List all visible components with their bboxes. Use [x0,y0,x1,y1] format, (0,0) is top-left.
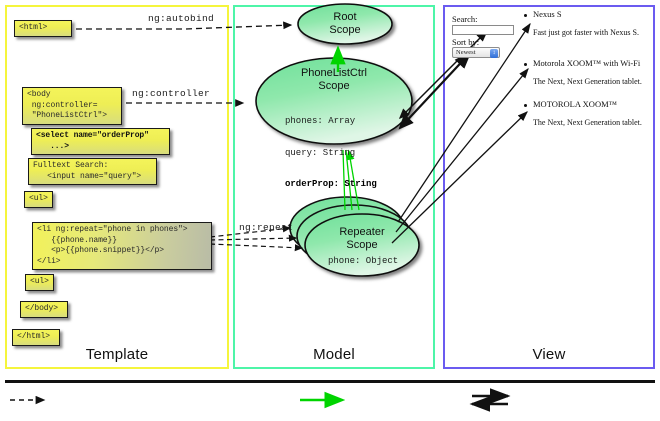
phone-snippet: The Next, Next Generation tablet. [533,77,642,86]
code-box-html-open[interactable]: <html> [14,20,72,37]
list-bullet [524,14,527,17]
code-box-search-input[interactable]: Fulltext Search: <input name="query"> [28,158,157,185]
panel-view-label: View [532,346,566,363]
edge-label-ng-autobind: ng:autobind [148,13,215,24]
search-input[interactable] [452,25,514,35]
panel-model-label: Model [313,346,355,363]
chevron-down-icon: ↕ [490,49,498,58]
code-box-ul-close[interactable]: <ul> [25,274,54,291]
search-label: Search: [452,14,478,24]
panel-template-label: Template [85,346,149,363]
phone-name: MOTOROLA XOOM™ [533,99,617,109]
sort-label: Sort by: [452,37,480,47]
code-box-ul-open[interactable]: <ul> [24,191,53,208]
code-box-select-tag[interactable]: <select name="orderProp" ...> [31,128,170,155]
phone-snippet: Fast just got faster with Nexus S. [533,28,639,37]
sort-select[interactable]: Newest ↕ [452,47,500,58]
code-box-body-close[interactable]: </body> [20,301,68,318]
phone-name: Nexus S [533,9,562,19]
list-bullet [524,104,527,107]
code-box-html-close[interactable]: </html> [12,329,60,346]
phone-snippet: The Next, Next Generation tablet. [533,118,642,127]
phone-name: Motorola XOOM™ with Wi-Fi [533,58,641,68]
edge-label-ng-repeat: ng:repeat [239,222,294,233]
panel-model: Model [233,5,435,369]
edge-label-ng-controller: ng:controller [132,88,211,99]
sort-select-value: Newest [456,49,476,56]
code-box-body-open[interactable]: <body ng:controller= "PhoneListCtrl"> [22,87,122,125]
list-bullet [524,63,527,66]
legend: Implicit Scope Declaration Scope Inherit… [0,380,660,421]
code-box-li-repeat[interactable]: <li ng:repeat="phone in phones"> {{phone… [32,222,212,270]
legend-divider [5,380,655,383]
